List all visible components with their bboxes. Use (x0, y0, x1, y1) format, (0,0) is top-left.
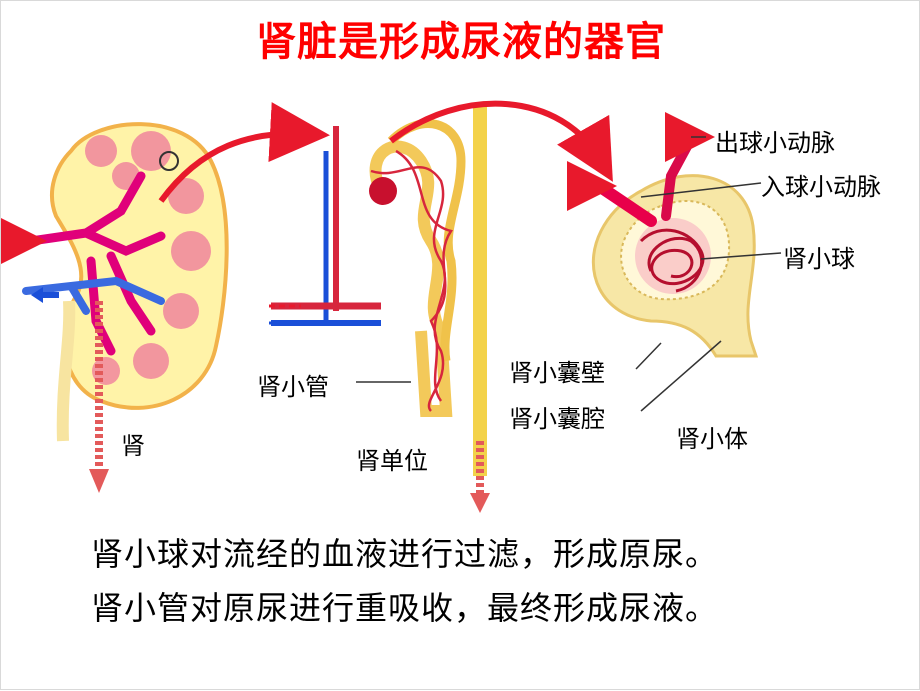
caption-line-1: 肾小球对流经的血液进行过滤，形成原尿。 (91, 535, 719, 573)
label-renal-corpuscle: 肾小体 (676, 425, 748, 453)
label-renal-tubule: 肾小管 (257, 373, 329, 401)
slide-title: 肾脏是形成尿液的器官 (256, 19, 666, 65)
curve-arrow-1 (158, 102, 330, 203)
label-kidney: 肾 (121, 432, 145, 460)
leader-lines (356, 136, 782, 412)
label-efferent-arteriole: 出球小动脉 (715, 129, 835, 157)
label-capsule-wall: 肾小囊壁 (509, 359, 605, 387)
kidney-illustration (1, 122, 229, 493)
label-nephron: 肾单位 (356, 447, 428, 475)
nephron-illustration (269, 106, 490, 513)
label-glomerulus: 肾小球 (783, 245, 855, 273)
curve-arrow-2 (389, 100, 613, 182)
label-capsule-cavity: 肾小囊腔 (509, 405, 605, 433)
corpuscle-illustration (567, 112, 759, 358)
label-afferent-arteriole: 入球小动脉 (761, 173, 881, 201)
caption-line-2: 肾小管对原尿进行重吸收，最终形成尿液。 (91, 589, 719, 627)
